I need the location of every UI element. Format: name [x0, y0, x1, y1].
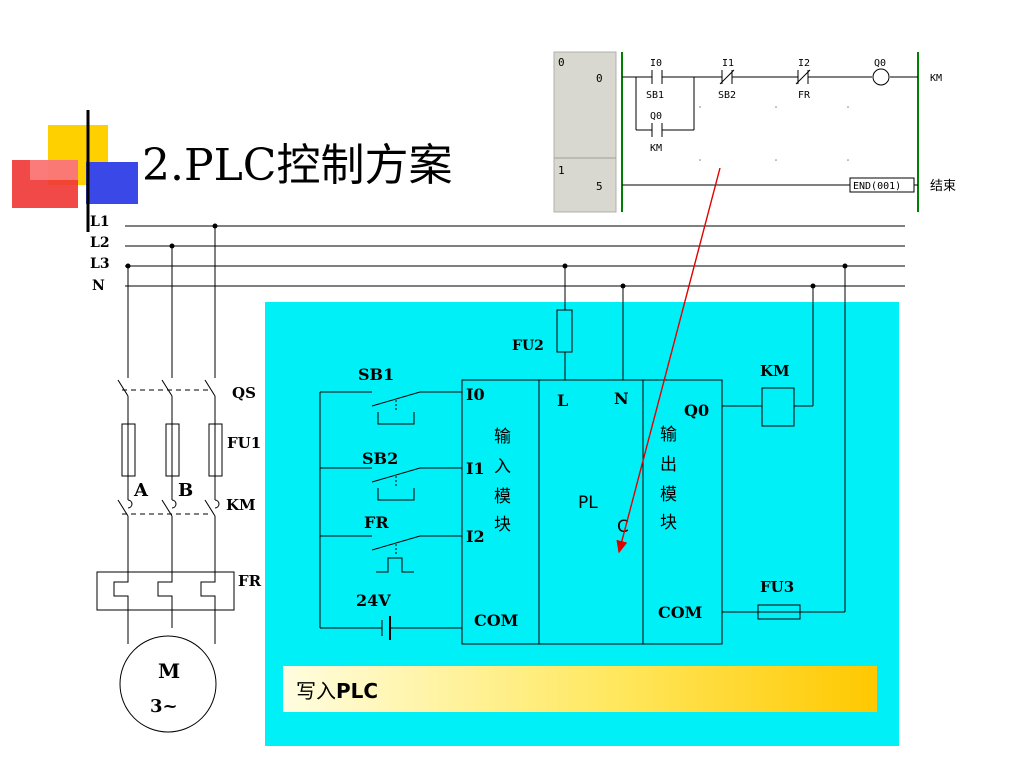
write-prefix: 写入 [296, 679, 336, 703]
contact-address-i2: I2 [798, 58, 810, 69]
plc-output-wiring [722, 387, 845, 620]
svg-text:写入PLC: 写入PLC [296, 679, 378, 703]
plc-i2-terminal: I2 [466, 527, 485, 546]
km-main-label: KM [226, 496, 256, 514]
plc-q0-terminal: Q0 [684, 401, 709, 420]
plc-n-terminal: N [614, 389, 629, 408]
plc-l-terminal: L [557, 391, 568, 410]
plc-com-input: COM [474, 611, 518, 630]
cpu-label-line2: C [617, 517, 629, 537]
power-bus: L1 L2 L3 N [90, 214, 905, 294]
qs-label: QS [232, 384, 256, 402]
end-comment: 结束 [930, 179, 956, 194]
main-power-circuit [96, 226, 235, 733]
ladder-contact-i1: I1 SB2 [718, 58, 736, 101]
bus-label-l1: L1 [90, 214, 110, 230]
plc-input-wiring [319, 391, 462, 640]
ladder-contact-i2: I2 FR [795, 58, 811, 101]
step-number-1: 5 [596, 180, 603, 193]
bus-label-n: N [92, 278, 105, 294]
sb1-label: SB1 [358, 365, 394, 384]
plc-i1-terminal: I1 [466, 459, 485, 478]
input-module-char-2: 入 [494, 457, 511, 477]
fu2-label: FU2 [512, 338, 544, 354]
write-to-plc-bar: 写入PLC [283, 666, 877, 712]
plc-com-output: COM [658, 603, 702, 622]
rung-number-0: 0 [558, 56, 565, 69]
coil-address: Q0 [874, 58, 886, 69]
ladder-end-instruction: END(001) [849, 177, 915, 193]
end-instruction-label: END(001) [853, 181, 901, 192]
fr-input-label: FR [364, 513, 389, 532]
write-suffix: PLC [336, 679, 378, 703]
step-number-0: 0 [596, 72, 603, 85]
bus-label-l2: L2 [90, 235, 110, 251]
ladder-diagram: 0 0 1 5 I0 SB1 I1 SB2 I2 [553, 51, 970, 213]
fu1-label: FU1 [227, 434, 261, 452]
fr-main-label: FR [238, 572, 262, 590]
contact-label-sb1: SB1 [646, 90, 664, 101]
download-arrow [616, 167, 721, 554]
phase-a-label: A [133, 480, 149, 501]
input-module-char-3: 模 [494, 487, 511, 507]
output-module-char-1: 输 [660, 425, 677, 445]
motor-label-m: M [158, 659, 180, 683]
bus-label-l3: L3 [90, 256, 110, 272]
plc-i0-terminal: I0 [466, 385, 485, 404]
ladder-contact-q0-hold: Q0 KM [635, 77, 695, 154]
contact-label-fr: FR [798, 90, 811, 101]
km-coil-label: KM [760, 362, 790, 380]
phase-b-label: B [178, 480, 193, 501]
contact-address-i0: I0 [650, 58, 662, 69]
ladder-coil-q0: Q0 KM [872, 58, 942, 86]
rung-number-1: 1 [558, 164, 565, 177]
coil-label: KM [930, 73, 942, 84]
slide-title: 2.PLC控制方案 [142, 140, 452, 191]
cpu-label-line1: PL [578, 493, 598, 513]
output-module-char-3: 模 [660, 485, 677, 505]
contact-address-i1: I1 [722, 58, 734, 69]
plc-unit [461, 379, 723, 645]
title-decoration [12, 110, 560, 232]
supply-24v-label: 24V [356, 591, 391, 610]
ladder-contact-i0: I0 SB1 [646, 58, 664, 101]
contact-label-km: KM [650, 143, 662, 154]
input-module-char-4: 块 [494, 515, 511, 535]
input-module-char-1: 输 [494, 427, 511, 447]
fu3-label: FU3 [760, 578, 794, 596]
sb2-label: SB2 [362, 449, 398, 468]
contact-label-sb2: SB2 [718, 90, 736, 101]
contact-address-q0: Q0 [650, 111, 662, 122]
output-module-char-2: 出 [660, 455, 677, 475]
output-module-char-4: 块 [660, 513, 677, 533]
plc-supply-wiring [556, 266, 846, 612]
motor-label-phase: 3~ [150, 696, 178, 717]
